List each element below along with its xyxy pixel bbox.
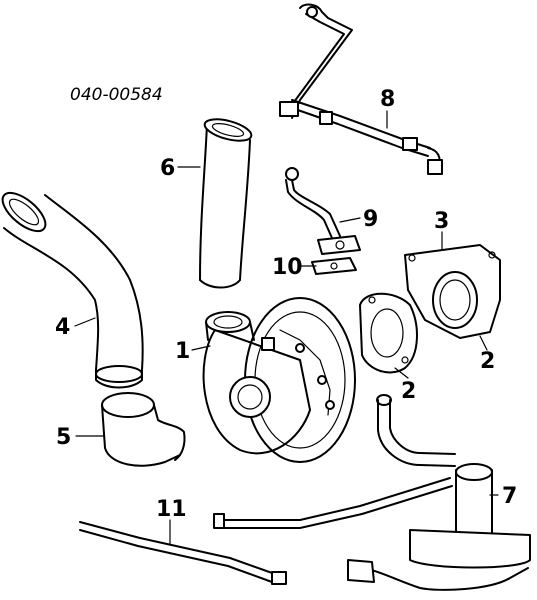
part-1-turbocharger [202,297,356,463]
callout-5: 5 [56,425,71,450]
part-5-hose-elbow [101,392,186,467]
part-10-gasket [311,257,357,275]
callout-7: 7 [502,484,517,509]
callout-3: 3 [434,209,449,234]
callout-8: 8 [380,87,395,112]
callouts: 6 4 5 1 8 9 10 3 2 2 7 11 [55,87,517,522]
callout-2-right: 2 [480,349,495,374]
leader-lines [74,110,499,546]
part-4-intake-pipe [1,191,144,389]
part-11-line [79,521,287,585]
part-6-intake-tube [199,118,253,289]
callout-2-left: 2 [401,379,416,404]
part-8-oil-feed-line [279,3,443,175]
callout-4: 4 [55,315,70,340]
callout-1: 1 [175,339,190,364]
part-2-gasket-left [359,292,418,374]
callout-6: 6 [160,156,175,181]
callout-10: 10 [272,255,303,280]
callout-11: 11 [156,497,187,522]
reference-code: 040-00584 [70,85,163,105]
part-9-small-pipe [285,167,361,255]
callout-9: 9 [363,207,378,232]
part-7-oil-drain-tube [213,394,531,591]
part-3-adapter [404,244,501,339]
